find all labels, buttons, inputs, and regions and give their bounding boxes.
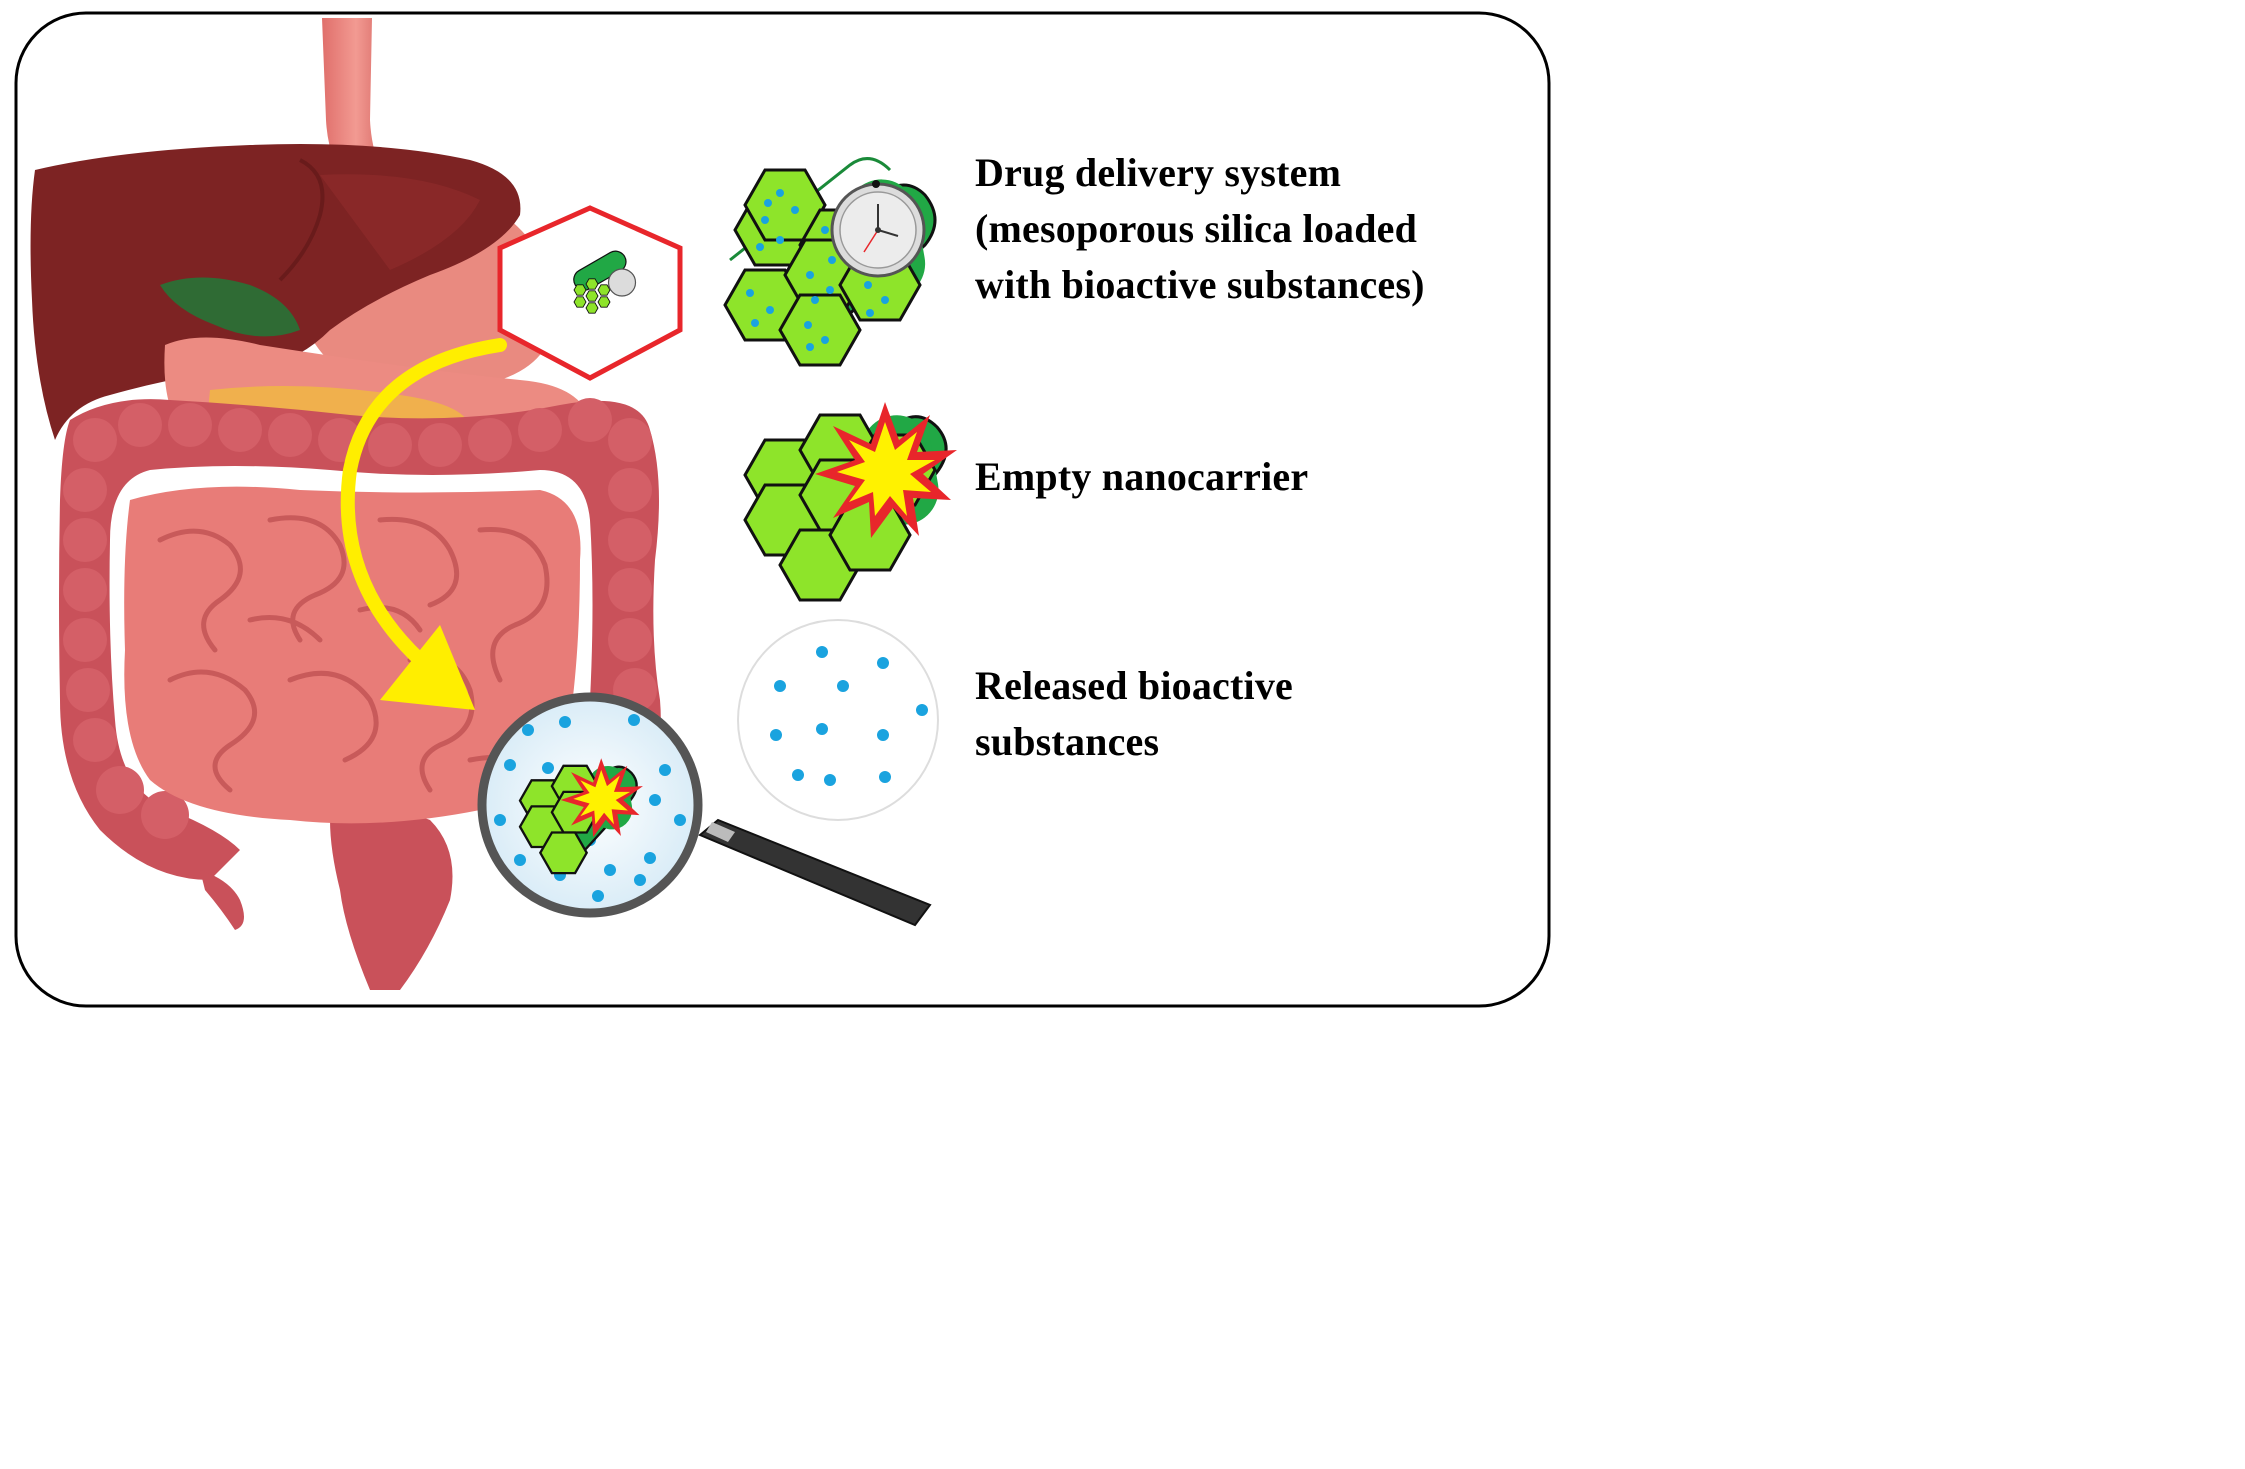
legend-released-label: Released bioactive substances bbox=[975, 658, 1293, 770]
legend-delivery-system-label: Drug delivery system (mesoporous silica … bbox=[975, 145, 1425, 313]
empty-nanocarrier-icon bbox=[743, 402, 957, 602]
small-delivery-system bbox=[573, 250, 637, 314]
stomach-callout-hexagon bbox=[497, 205, 683, 381]
rectum bbox=[330, 810, 453, 990]
legend-delivery-line2: (mesoporous silica loaded bbox=[975, 206, 1418, 251]
gallbladder bbox=[160, 277, 300, 337]
appendix bbox=[200, 870, 244, 930]
magnifier-icon bbox=[477, 692, 932, 927]
magnified-nanocarrier bbox=[518, 758, 643, 875]
legend-released-line2: substances bbox=[975, 719, 1160, 764]
released-substances-icon bbox=[737, 619, 939, 821]
large-intestine bbox=[59, 399, 661, 880]
intestine-folds bbox=[157, 515, 550, 793]
digestive-system-illustration bbox=[30, 18, 661, 990]
legend-released-line1: Released bioactive bbox=[975, 663, 1293, 708]
diagram-canvas bbox=[14, 11, 1551, 1008]
legend-empty-carrier-label: Empty nanocarrier bbox=[975, 454, 1309, 499]
drug-delivery-system-icon bbox=[723, 157, 937, 367]
magnified-drug-dots bbox=[494, 714, 686, 902]
burst-icon bbox=[815, 402, 957, 538]
clock-icon bbox=[830, 180, 926, 278]
legend-delivery-line1: Drug delivery system bbox=[975, 150, 1342, 195]
legend-delivery-line3: with bioactive substances) bbox=[975, 262, 1425, 307]
transit-arrow bbox=[340, 338, 507, 710]
